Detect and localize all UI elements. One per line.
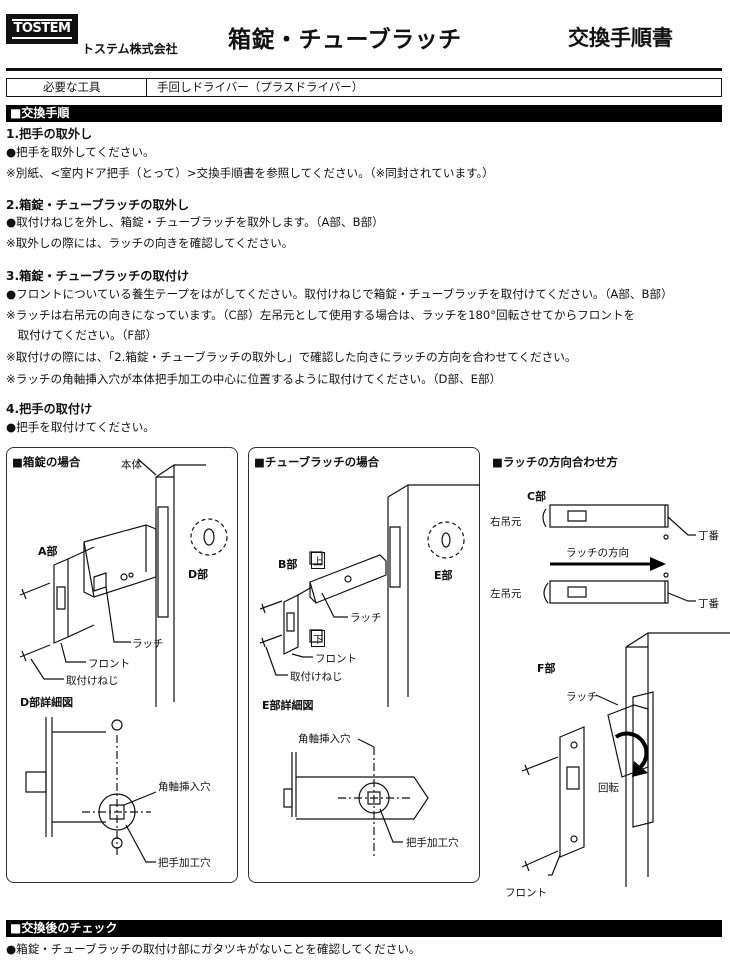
document-subtitle: 交換手順書 bbox=[568, 26, 673, 50]
box-lock-title: ■箱錠の場合 bbox=[12, 455, 81, 469]
step-2-title: 2.箱錠・チューブラッチの取外し bbox=[6, 198, 190, 212]
rotate-label: 回転 bbox=[598, 782, 619, 794]
latch-label: ラッチ bbox=[566, 691, 598, 703]
step-1-line: ●把手を取外してください。 bbox=[6, 145, 155, 159]
part-e-label: E部 bbox=[434, 569, 453, 582]
latch-label: ラッチ bbox=[350, 612, 382, 624]
step-3-line: ●フロントについている養生テープをはがしてください。取付けねじで箱錠・チューブラ… bbox=[6, 287, 673, 301]
down-marker: 下 bbox=[311, 630, 325, 647]
tools-label: 必要な工具 bbox=[7, 79, 147, 96]
step-2-line: ●取付けねじを外し、箱錠・チューブラッチを取外します。（A部、B部） bbox=[6, 215, 384, 229]
front-label: フロント bbox=[505, 887, 547, 899]
hinge-label-bottom: 丁番 bbox=[698, 598, 719, 610]
handle-hole-label: 把手加工穴 bbox=[406, 837, 459, 849]
step-4-line: ●把手を取付けてください。 bbox=[6, 420, 155, 434]
step-3-line: ※取付けの際には、「2.箱錠・チューブラッチの取外し」で確認した向きにラッチの方… bbox=[6, 350, 577, 364]
spindle-hole-label: 角軸挿入穴 bbox=[298, 733, 351, 745]
box-lock-illustration bbox=[6, 447, 238, 883]
step-1-line: ※別紙、<室内ドア把手（とって）>交換手順書を参照してください。（※同封されてい… bbox=[6, 166, 494, 180]
step-3-line: 取付けてください。（F部） bbox=[6, 328, 158, 342]
part-d-label: D部 bbox=[188, 568, 209, 581]
latch-label: ラッチ bbox=[132, 638, 164, 650]
part-b-label: B部 bbox=[278, 558, 298, 571]
section-procedure-header: ■交換手順 bbox=[6, 105, 722, 122]
part-f-label: F部 bbox=[537, 662, 556, 675]
check-line: ●箱錠・チューブラッチの取付け部にガタツキがないことを確認してください。 bbox=[6, 942, 421, 956]
tube-latch-illustration bbox=[248, 447, 480, 883]
detail-e-label: E部詳細図 bbox=[262, 699, 314, 712]
tostem-logo: TOSTEM bbox=[6, 14, 78, 44]
step-2-line: ※取外しの際には、ラッチの向きを確認してください。 bbox=[6, 236, 294, 250]
step-3-line: ※ラッチは右吊元の向きになっています。（C部）左吊元として使用する場合は、ラッチ… bbox=[6, 308, 636, 322]
page-header: TOSTEM トステム株式会社 箱錠・チューブラッチ 交換手順書 bbox=[0, 0, 730, 71]
header-divider bbox=[6, 68, 722, 71]
part-a-label: A部 bbox=[38, 545, 58, 558]
front-label: フロント bbox=[315, 653, 357, 665]
section-check-header: ■交換後のチェック bbox=[6, 920, 722, 937]
detail-d-label: D部詳細図 bbox=[20, 696, 74, 709]
box-lock-panel bbox=[6, 447, 238, 883]
left-hinge-label: 左吊元 bbox=[490, 588, 522, 600]
step-3-line: ※ラッチの角軸挿入穴が本体把手加工の中心に位置するように取付けてください。（D部… bbox=[6, 372, 502, 386]
hinge-label-top: 丁番 bbox=[698, 530, 719, 542]
company-name: トステム株式会社 bbox=[82, 42, 178, 56]
direction-title: ■ラッチの方向合わせ方 bbox=[492, 455, 618, 469]
step-3-title: 3.箱錠・チューブラッチの取付け bbox=[6, 269, 190, 283]
logo-text: TOSTEM bbox=[11, 19, 73, 39]
document-title: 箱錠・チューブラッチ bbox=[228, 27, 462, 53]
screw-label: 取付けねじ bbox=[66, 675, 119, 687]
part-c-label: C部 bbox=[527, 490, 547, 503]
tools-value: 手回しドライバー（プラスドライバー） bbox=[157, 80, 364, 94]
spindle-hole-label: 角軸挿入穴 bbox=[158, 781, 211, 793]
required-tools-table: 必要な工具 手回しドライバー（プラスドライバー） bbox=[6, 78, 722, 97]
latch-direction-label: ラッチの方向 bbox=[566, 547, 629, 559]
tube-latch-title: ■チューブラッチの場合 bbox=[254, 455, 380, 469]
step-4-title: 4.把手の取付け bbox=[6, 402, 93, 416]
right-hinge-label: 右吊元 bbox=[490, 516, 522, 528]
step-1-title: 1.把手の取外し bbox=[6, 127, 93, 141]
screw-label: 取付けねじ bbox=[290, 671, 343, 683]
tube-latch-panel bbox=[248, 447, 480, 883]
up-marker: 上 bbox=[311, 552, 325, 569]
front-label: フロント bbox=[88, 658, 130, 670]
body-label: 本体 bbox=[121, 459, 142, 471]
handle-hole-label: 把手加工穴 bbox=[158, 857, 211, 869]
direction-illustration bbox=[488, 447, 730, 887]
